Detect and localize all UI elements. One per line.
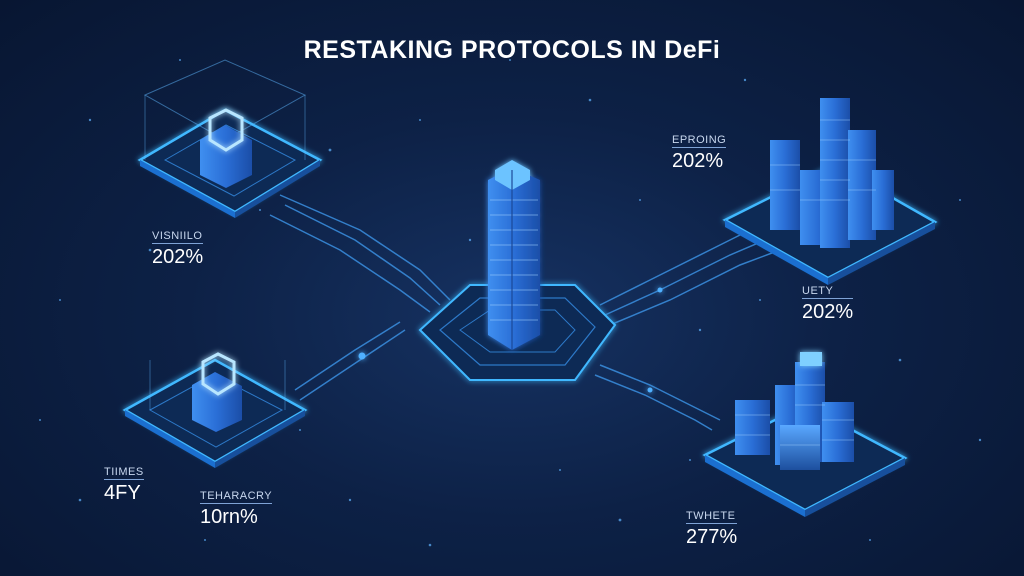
diagram-title: RESTAKING PROTOCOLS IN DeFi <box>303 36 721 64</box>
label-value: 277% <box>686 526 738 548</box>
label-value: 202% <box>152 246 204 268</box>
label-top-right: EPROING 202% <box>672 134 727 173</box>
label-name: TWHETE <box>686 510 738 524</box>
label-top-left: VISNIILO 202% <box>152 230 204 269</box>
label-name: TEHARACRY <box>200 490 273 504</box>
label-value: 4FY <box>104 482 141 504</box>
label-value: 202% <box>802 301 854 323</box>
label-bottom-left-a: TIIMES 4FY <box>104 466 144 505</box>
label-name: EPROING <box>672 134 727 148</box>
label-value: 202% <box>672 150 724 172</box>
shield-icon <box>200 108 252 188</box>
tower-icon <box>488 160 540 350</box>
platform-center <box>418 160 617 381</box>
connector-nodes <box>358 287 663 393</box>
shield-icon <box>192 352 242 432</box>
building-cluster-icon <box>735 352 854 470</box>
particles <box>39 59 982 547</box>
label-name: UETY <box>802 285 854 299</box>
label-bottom-right: TWHETE 277% <box>686 510 738 549</box>
connector-lines <box>269 194 781 431</box>
label-value: 10rn% <box>200 506 258 528</box>
label-bottom-left-b: TEHARACRY 10rn% <box>200 490 273 529</box>
platform-bottom-right <box>702 352 908 517</box>
label-name: VISNIILO <box>152 230 204 244</box>
platform-top-left <box>137 59 323 218</box>
label-mid-right: UETY 202% <box>802 285 854 324</box>
platform-bottom-left <box>122 352 308 468</box>
building-cluster-icon <box>770 98 894 248</box>
label-name: TIIMES <box>104 466 144 480</box>
platform-top-right <box>722 98 938 285</box>
